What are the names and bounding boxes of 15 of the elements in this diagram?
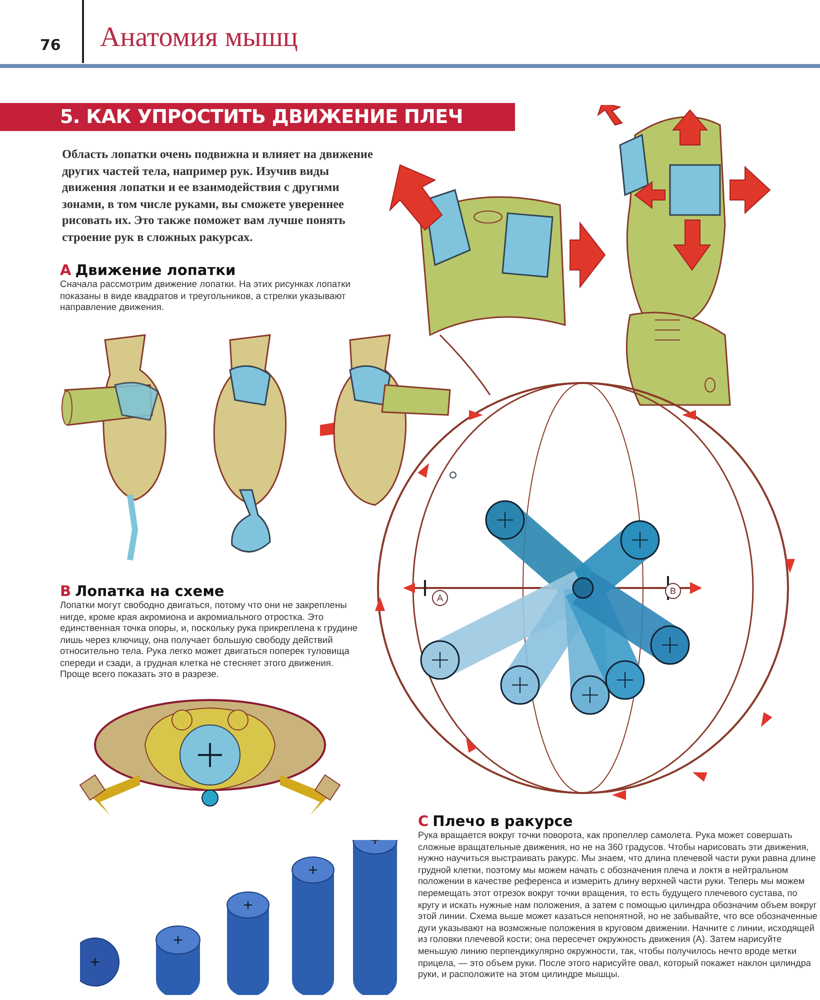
section-letter: В bbox=[60, 584, 72, 600]
body-text: Рука вращается вокруг точки поворота, как пропеллер самолета. Рука может совершать сложные вращательные движения, но не на 360 градусов. Чтобы нарисовать эти движения, нужно научиться выстраивать ракурс. Мы знаем, что длина плечевой части руки равна длине грудной клетки, поэтому мы можем начать с обозначения плеча и локтя в нейтральном положении в качестве референса и измерить длину верхней части руки. Теперь мы можем перемещать этот отрезок вокруг точки вращения, то есть будущего плечевого сустава, по кругу и искать нужные нам положения, а затем с помощью цилиндра обозначим объем вокруг этой линии. Схема выше может казаться непонятной, но не забывайте, что все обозначенные дуги указывают на возможные положения в круговом движении. Начните с линии, исходящей из головки плечевой кости; она пересечет окружность движения (А). Затем нарисуйте меньшую линию перпендикулярно окружности, так, чтобы получилось нечто вроде метки прицела, — это объем руки. После этого нарисуйте овал, который покажет наклон цилиндра руки, и расположите на этом цилиндре мышцы. bbox=[418, 830, 818, 981]
running-head: Анатомия мышц bbox=[100, 22, 298, 54]
callout-letter: А bbox=[432, 590, 448, 606]
page-number: 76 bbox=[40, 36, 61, 54]
body-text: Лопатки могут свободно двигаться, потому что они не закреплены нигде, кроме края акромиона и акромиального отростка. Это единственная точка опоры, и, поскольку рука прикреплена к грудине лишь через ключицу, она получает большую свободу действий относительно тела. Рука легко может двигаться поперек туловища спереди и сзади, а грудная клетка не стесняет этого движения. Проще всего показать это в разрезе. bbox=[60, 600, 359, 680]
intro-paragraph: Область лопатки очень подвижна и влияет на движение других частей тела, например рук. Изучив виды движения лопатки и ее взаимодействия с другими зонами, в том числе руками, вы сможете увереннее рисовать их. Это также поможет вам лучше понять строение рук в сложных ракурсах. bbox=[62, 146, 374, 245]
section-heading: Движение лопатки bbox=[75, 263, 236, 279]
section-letter: С bbox=[418, 814, 429, 830]
section-letter: А bbox=[60, 263, 72, 279]
title-banner: 5. КАК УПРОСТИТЬ ДВИЖЕНИЕ ПЛЕЧ bbox=[0, 103, 515, 131]
section-heading: Лопатка на схеме bbox=[75, 584, 224, 600]
callout-letter: В bbox=[665, 583, 681, 599]
section-heading: Плечо в ракурсе bbox=[432, 814, 573, 830]
body-text: Сначала рассмотрим движение лопатки. На этих рисунках лопатки показаны в виде квадратов и треугольников, а стрелки указывают направление движения. bbox=[60, 279, 352, 314]
